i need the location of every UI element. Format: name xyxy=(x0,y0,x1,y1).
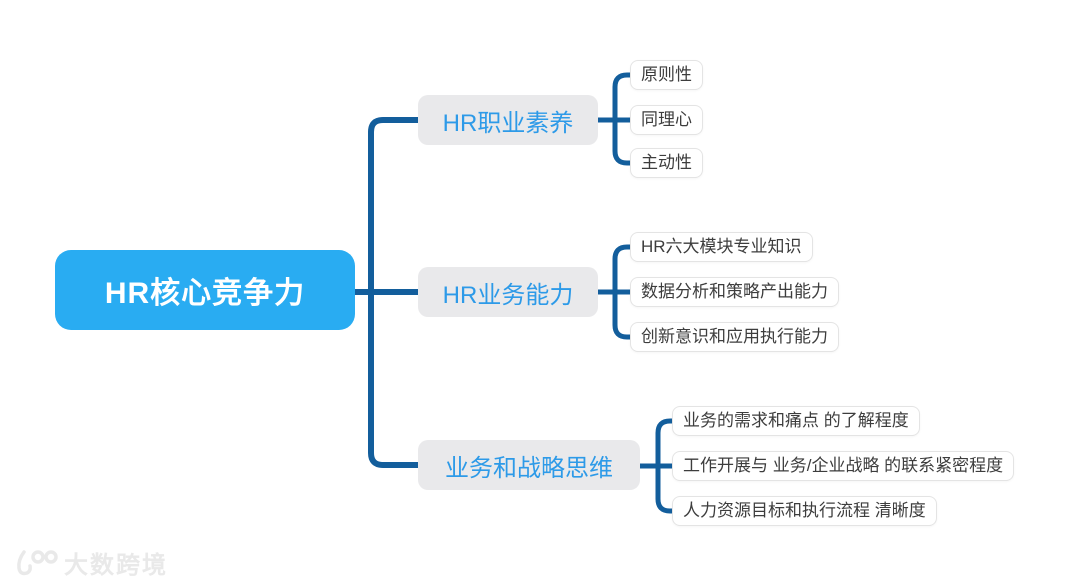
root-node-hr-core-competitiveness[interactable]: HR核心竞争力 xyxy=(55,250,355,330)
branch-node-hr-professionalism[interactable]: HR职业素养 xyxy=(418,95,598,145)
leaf-node-empathy[interactable]: 同理心 xyxy=(630,105,703,135)
branch-node-hr-business-capability[interactable]: HR业务能力 xyxy=(418,267,598,317)
leaf-node-work-strategy-alignment[interactable]: 工作开展与 业务/企业战略 的联系紧密程度 xyxy=(672,451,1015,481)
watermark-text: 大数跨境 xyxy=(64,552,168,579)
leaf-node-principle[interactable]: 原则性 xyxy=(630,60,703,90)
leaf-node-hr-goals-process-clarity[interactable]: 人力资源目标和执行流程 清晰度 xyxy=(672,496,937,526)
watermark-100-swoosh-logo-icon xyxy=(14,548,58,578)
leaf-node-six-modules-knowledge[interactable]: HR六大模块专业知识 xyxy=(630,232,813,262)
leaf-node-data-analysis-strategy[interactable]: 数据分析和策略产出能力 xyxy=(630,277,839,307)
leaf-node-innovation-execution[interactable]: 创新意识和应用执行能力 xyxy=(630,322,839,352)
watermark: 大数跨境 xyxy=(14,545,168,580)
leaf-node-business-needs-painpoints[interactable]: 业务的需求和痛点 的了解程度 xyxy=(672,406,920,436)
branch-node-business-strategic-thinking[interactable]: 业务和战略思维 xyxy=(418,440,640,490)
leaf-node-initiative[interactable]: 主动性 xyxy=(630,148,703,178)
